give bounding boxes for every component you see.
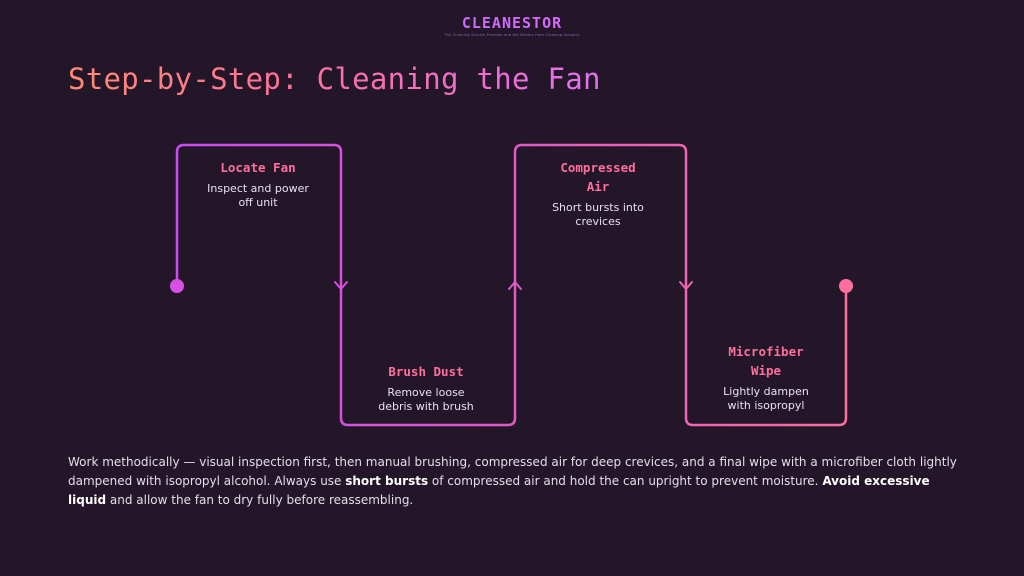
page-title: Step-by-Step: Cleaning the Fan [68, 62, 601, 96]
brand-tagline: The Cleaning Service Provider and the Ma… [444, 33, 580, 37]
end-dot [839, 279, 853, 293]
emphasis-avoid-liquid: Avoid excessive liquid [68, 474, 930, 507]
step-description: Short bursts into crevices [552, 201, 644, 228]
step-locate-fan: Locate Fan Inspect and power off unit [178, 158, 338, 210]
brand-name: CLEANESTOR [0, 14, 1024, 32]
step-description: Inspect and power off unit [207, 182, 309, 209]
emphasis-short-bursts: short bursts [345, 474, 429, 488]
step-title: Microfiber Wipe [728, 344, 804, 378]
brand-logo: CLEANESTOR The Cleaning Service Provider… [0, 14, 1024, 37]
step-title: Compressed Air [560, 160, 636, 194]
step-brush-dust: Brush Dust Remove loose debris with brus… [346, 362, 506, 414]
step-title: Brush Dust [388, 364, 464, 379]
summary-paragraph: Work methodically — visual inspection fi… [68, 455, 957, 507]
arrow-down-icon [334, 281, 348, 290]
step-microfiber-wipe: Microfiber Wipe Lightly dampen with isop… [686, 342, 846, 413]
start-dot [170, 279, 184, 293]
arrow-down-icon [679, 281, 693, 290]
step-description: Remove loose debris with brush [378, 386, 474, 413]
step-compressed-air: Compressed Air Short bursts into crevice… [518, 158, 678, 229]
step-title: Locate Fan [220, 160, 296, 175]
step-description: Lightly dampen with isopropyl [723, 385, 809, 412]
arrow-up-icon [508, 281, 522, 290]
flow-line [175, 143, 848, 427]
